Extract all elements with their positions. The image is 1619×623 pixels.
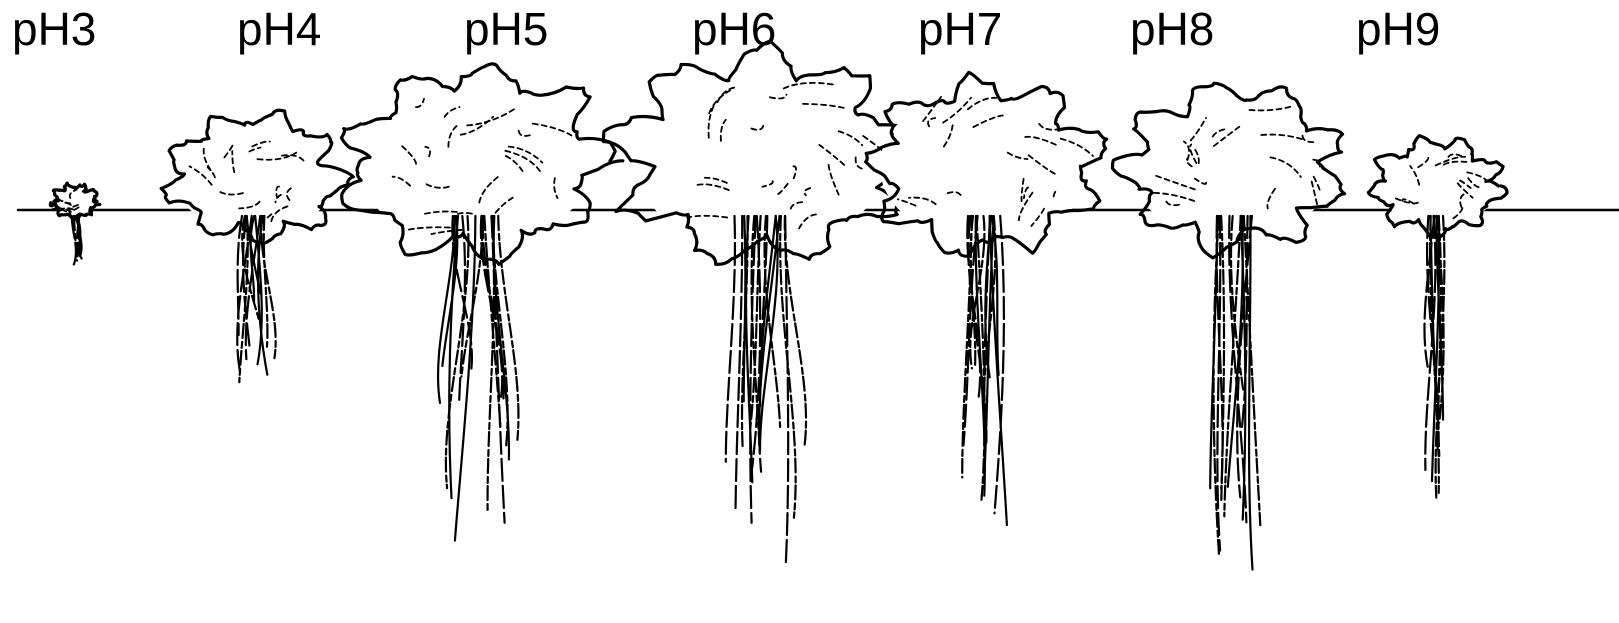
root-ph6-16: [785, 216, 788, 564]
root-ph6-10: [736, 216, 743, 511]
root-ph8-2: [1249, 216, 1252, 570]
root-ph8-9: [1221, 216, 1224, 501]
root-ph8-13: [1217, 216, 1220, 551]
root-ph6-1: [726, 216, 735, 462]
